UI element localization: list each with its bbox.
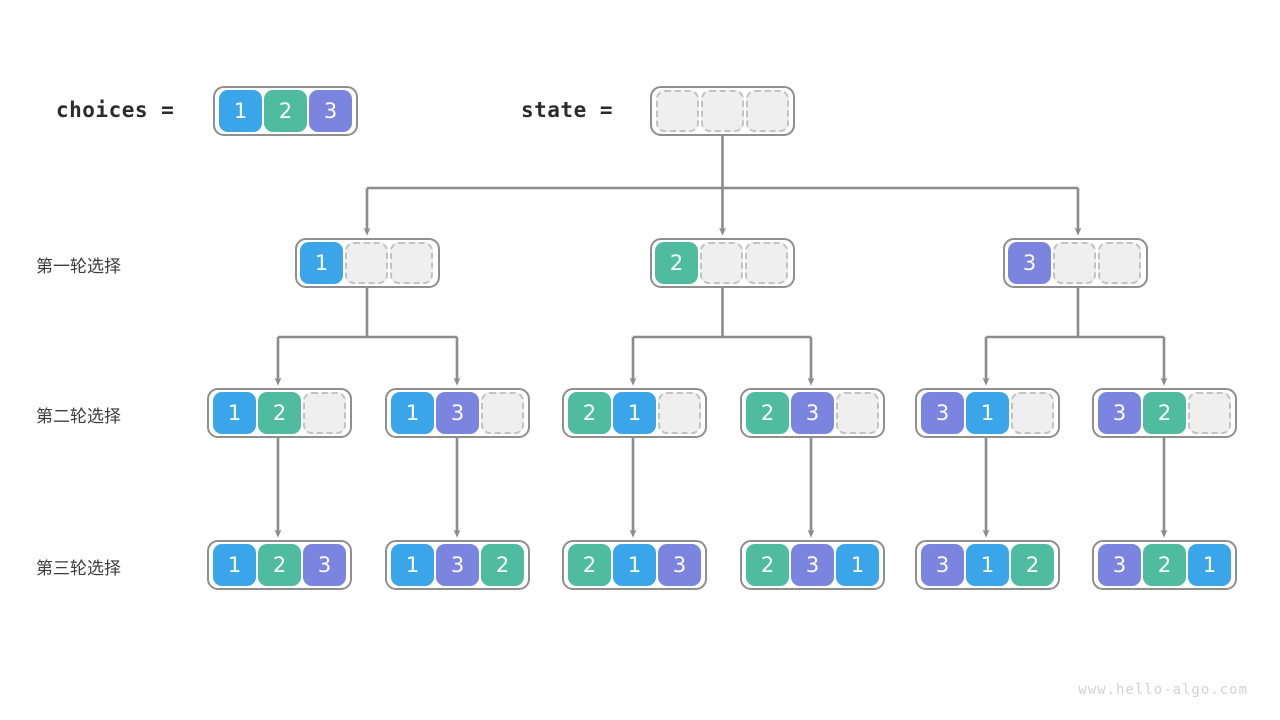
level1-node-2-cell-1: 2 <box>655 242 698 284</box>
level3-node-3-cell-1: 2 <box>568 544 611 586</box>
site-watermark: www.hello-algo.com <box>1078 682 1248 698</box>
tree-node-level1-1: 1 <box>295 238 440 288</box>
choices-cell-1: 1 <box>219 90 262 132</box>
level3-node-5-cell-1: 3 <box>921 544 964 586</box>
level1-node-3-cell-3 <box>1098 242 1141 284</box>
level3-node-4-cell-3: 1 <box>836 544 879 586</box>
level3-node-2-cell-1: 1 <box>391 544 434 586</box>
row-label-round-3: 第三轮选择 <box>36 559 121 579</box>
level3-node-1-cell-1: 1 <box>213 544 256 586</box>
level3-node-2-cell-3: 2 <box>481 544 524 586</box>
level3-node-4-cell-2: 3 <box>791 544 834 586</box>
level2-node-2-cell-2: 3 <box>436 392 479 434</box>
level3-node-2-cell-2: 3 <box>436 544 479 586</box>
level1-node-1-cell-1: 1 <box>300 242 343 284</box>
level2-node-6-cell-2: 2 <box>1143 392 1186 434</box>
level2-node-2-cell-1: 1 <box>391 392 434 434</box>
level2-node-6-cell-1: 3 <box>1098 392 1141 434</box>
level2-node-5-cell-3 <box>1011 392 1054 434</box>
level2-node-1-cell-1: 1 <box>213 392 256 434</box>
level2-node-3-cell-2: 1 <box>613 392 656 434</box>
level2-node-3-cell-3 <box>658 392 701 434</box>
level1-node-2-cell-2 <box>700 242 743 284</box>
level2-node-1-cell-3 <box>303 392 346 434</box>
state-array-root <box>650 86 795 136</box>
state-label: state = <box>521 98 614 122</box>
state-root-cell-2 <box>701 90 744 132</box>
level1-node-1-cell-2 <box>345 242 388 284</box>
state-root-cell-3 <box>746 90 789 132</box>
level3-node-1-cell-2: 2 <box>258 544 301 586</box>
level2-node-6-cell-3 <box>1188 392 1231 434</box>
level2-node-5-cell-1: 3 <box>921 392 964 434</box>
level2-node-4-cell-2: 3 <box>791 392 834 434</box>
level1-node-3-cell-2 <box>1053 242 1096 284</box>
level2-node-4-cell-3 <box>836 392 879 434</box>
tree-node-level1-2: 2 <box>650 238 795 288</box>
level2-node-3-cell-1: 2 <box>568 392 611 434</box>
level3-node-6-cell-3: 1 <box>1188 544 1231 586</box>
tree-node-level1-3: 3 <box>1003 238 1148 288</box>
level3-node-1-cell-3: 3 <box>303 544 346 586</box>
state-root-cell-1 <box>656 90 699 132</box>
level3-node-5-cell-3: 2 <box>1011 544 1054 586</box>
choices-label: choices = <box>56 98 175 122</box>
level1-node-1-cell-3 <box>390 242 433 284</box>
row-label-round-1: 第一轮选择 <box>36 257 121 277</box>
level2-node-2-cell-3 <box>481 392 524 434</box>
level3-node-6-cell-2: 2 <box>1143 544 1186 586</box>
level3-node-5-cell-2: 1 <box>966 544 1009 586</box>
level2-node-5-cell-2: 1 <box>966 392 1009 434</box>
level2-node-1-cell-2: 2 <box>258 392 301 434</box>
level3-node-3-cell-3: 3 <box>658 544 701 586</box>
level2-node-4-cell-1: 2 <box>746 392 789 434</box>
level1-node-2-cell-3 <box>745 242 788 284</box>
level3-node-3-cell-2: 1 <box>613 544 656 586</box>
level3-node-6-cell-1: 3 <box>1098 544 1141 586</box>
choices-cell-2: 2 <box>264 90 307 132</box>
choices-cell-3: 3 <box>309 90 352 132</box>
level1-node-3-cell-1: 3 <box>1008 242 1051 284</box>
level3-node-4-cell-1: 2 <box>746 544 789 586</box>
row-label-round-2: 第二轮选择 <box>36 407 121 427</box>
